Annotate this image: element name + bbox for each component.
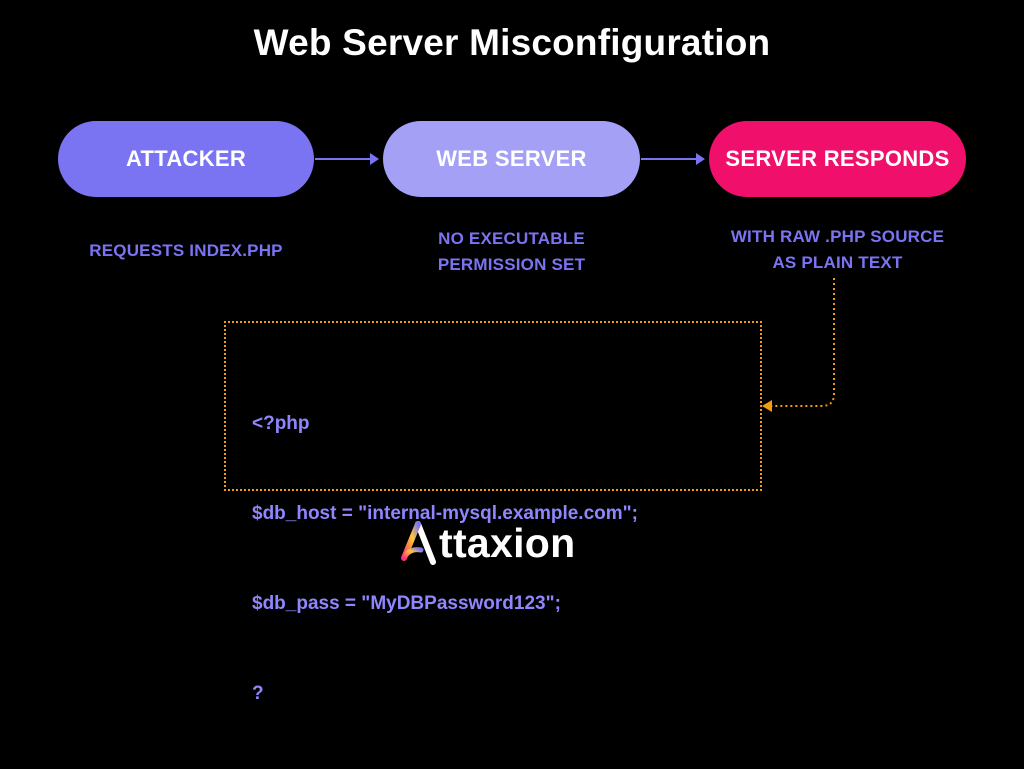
webserver-node: WEB SERVER [383,121,640,197]
server-responds-node: SERVER RESPONDS [709,121,966,197]
responds-caption-line-2: AS PLAIN TEXT [772,253,903,272]
code-line: ? [252,683,264,704]
arrow-attacker-to-webserver [315,153,379,165]
attaxion-a-logo-icon [401,521,436,565]
logo-wordmark: ttaxion [439,519,576,566]
php-source-box: <?php $db_host = "internal-mysql.example… [224,321,762,704]
webserver-caption-line-1: NO EXECUTABLE [438,229,585,248]
webserver-caption: NO EXECUTABLE PERMISSION SET [383,226,640,278]
server-responds-label: SERVER RESPONDS [725,146,950,171]
diagram-title: Web Server Misconfiguration [253,22,771,63]
arrow-webserver-to-responds [641,153,705,165]
attacker-node: ATTACKER [58,121,314,197]
code-line: <?php [252,413,310,434]
dotted-connector-path [772,278,835,407]
attacker-label: ATTACKER [125,146,247,171]
webserver-label: WEB SERVER [436,146,587,171]
attacker-caption: REQUESTS INDEX.PHP [58,238,314,264]
attacker-caption-text: REQUESTS INDEX.PHP [89,241,283,260]
webserver-caption-line-2: PERMISSION SET [437,255,586,274]
code-line: $db_host = "internal-mysql.example.com"; [252,503,638,524]
responds-caption: WITH RAW .PHP SOURCE AS PLAIN TEXT [709,224,966,276]
code-line: $db_pass = "MyDBPassword123"; [252,593,561,614]
responds-caption-line-1: WITH RAW .PHP SOURCE [730,227,945,246]
dotted-connector-arrowhead [762,400,772,412]
attaxion-logo: ttaxion [399,516,576,570]
